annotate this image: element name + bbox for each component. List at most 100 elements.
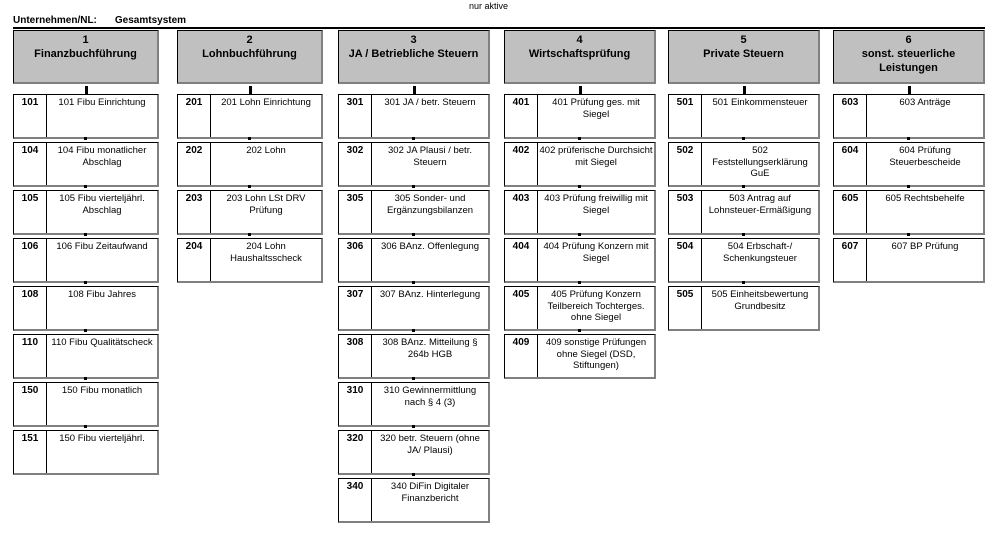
column-number: 5 bbox=[740, 34, 747, 46]
node-label: 501 Einkommensteuer bbox=[712, 97, 808, 108]
column-title: Wirtschaftsprüfung bbox=[528, 48, 631, 60]
node-label: 110 Fibu Qualitätscheck bbox=[51, 337, 153, 348]
node-label: 502 Feststellungserklärung GuE bbox=[712, 145, 808, 179]
filter-label: nur aktive bbox=[469, 1, 509, 11]
connector-line bbox=[412, 473, 415, 476]
node-label: 403 Prüfung freiwillig mit Siegel bbox=[544, 193, 648, 216]
node-108[interactable]: 108 108 Fibu Jahres bbox=[13, 286, 159, 332]
column-title: Lohnbuchführung bbox=[202, 48, 297, 60]
node-104[interactable]: 104 104 Fibu monatlicher Abschlag bbox=[13, 142, 159, 188]
connector-line bbox=[412, 233, 415, 236]
connector-line bbox=[907, 185, 910, 188]
connector-line bbox=[413, 86, 416, 97]
node-code: 320 bbox=[339, 431, 372, 473]
connector-line bbox=[85, 86, 88, 97]
node-label: 320 betr. Steuern (ohne JA/ Plausi) bbox=[380, 433, 480, 456]
node-code: 605 bbox=[834, 191, 867, 233]
node-label: 405 Prüfung Konzern Teilbereich Tochterg… bbox=[547, 289, 645, 323]
column-title: JA / Betriebliche Steuern bbox=[348, 48, 479, 60]
node-label: 108 Fibu Jahres bbox=[67, 289, 137, 300]
connector-line bbox=[84, 281, 87, 284]
node-code: 101 bbox=[14, 95, 47, 137]
node-label: 150 Fibu vierteljährl. bbox=[59, 433, 145, 444]
connector-line bbox=[742, 281, 745, 284]
column-header-3[interactable]: 3 JA / Betriebliche Steuern bbox=[338, 30, 490, 84]
node-code: 402 bbox=[505, 143, 538, 185]
connector-line bbox=[412, 281, 415, 284]
connector-line bbox=[907, 137, 910, 140]
node-code: 302 bbox=[339, 143, 372, 185]
column-number: 4 bbox=[576, 34, 583, 46]
connector-line bbox=[578, 185, 581, 188]
node-code: 201 bbox=[178, 95, 211, 137]
node-110[interactable]: 110 110 Fibu Qualitätscheck bbox=[13, 334, 159, 380]
connector-line bbox=[742, 137, 745, 140]
node-code: 110 bbox=[14, 335, 47, 377]
company-value: Gesamtsystem bbox=[114, 15, 187, 26]
connector-line bbox=[84, 137, 87, 140]
node-label: 603 Anträge bbox=[899, 97, 951, 108]
node-code: 104 bbox=[14, 143, 47, 185]
connector-line bbox=[743, 86, 746, 97]
node-code: 150 bbox=[14, 383, 47, 425]
node-code: 501 bbox=[669, 95, 702, 137]
node-label: 106 Fibu Zeitaufwand bbox=[56, 241, 148, 252]
node-label: 204 Lohn Haushaltsscheck bbox=[230, 241, 302, 264]
connector-line bbox=[412, 137, 415, 140]
company-label: Unternehmen/NL: bbox=[13, 15, 97, 26]
node-label: 604 Prüfung Steuerbescheide bbox=[889, 145, 961, 168]
connector-line bbox=[579, 86, 582, 97]
node-501[interactable]: 501 501 Einkommensteuer bbox=[668, 94, 820, 140]
connector-line bbox=[84, 377, 87, 380]
connector-line bbox=[742, 233, 745, 236]
node-label: 104 Fibu monatlicher Abschlag bbox=[57, 145, 147, 168]
node-code: 409 bbox=[505, 335, 538, 377]
node-320[interactable]: 320 320 betr. Steuern (ohne JA/ Plausi) bbox=[338, 430, 490, 476]
node-code: 504 bbox=[669, 239, 702, 281]
node-label: 310 Gewinnermittlung nach § 4 (3) bbox=[383, 385, 477, 408]
column-number: 3 bbox=[410, 34, 417, 46]
node-code: 108 bbox=[14, 287, 47, 329]
